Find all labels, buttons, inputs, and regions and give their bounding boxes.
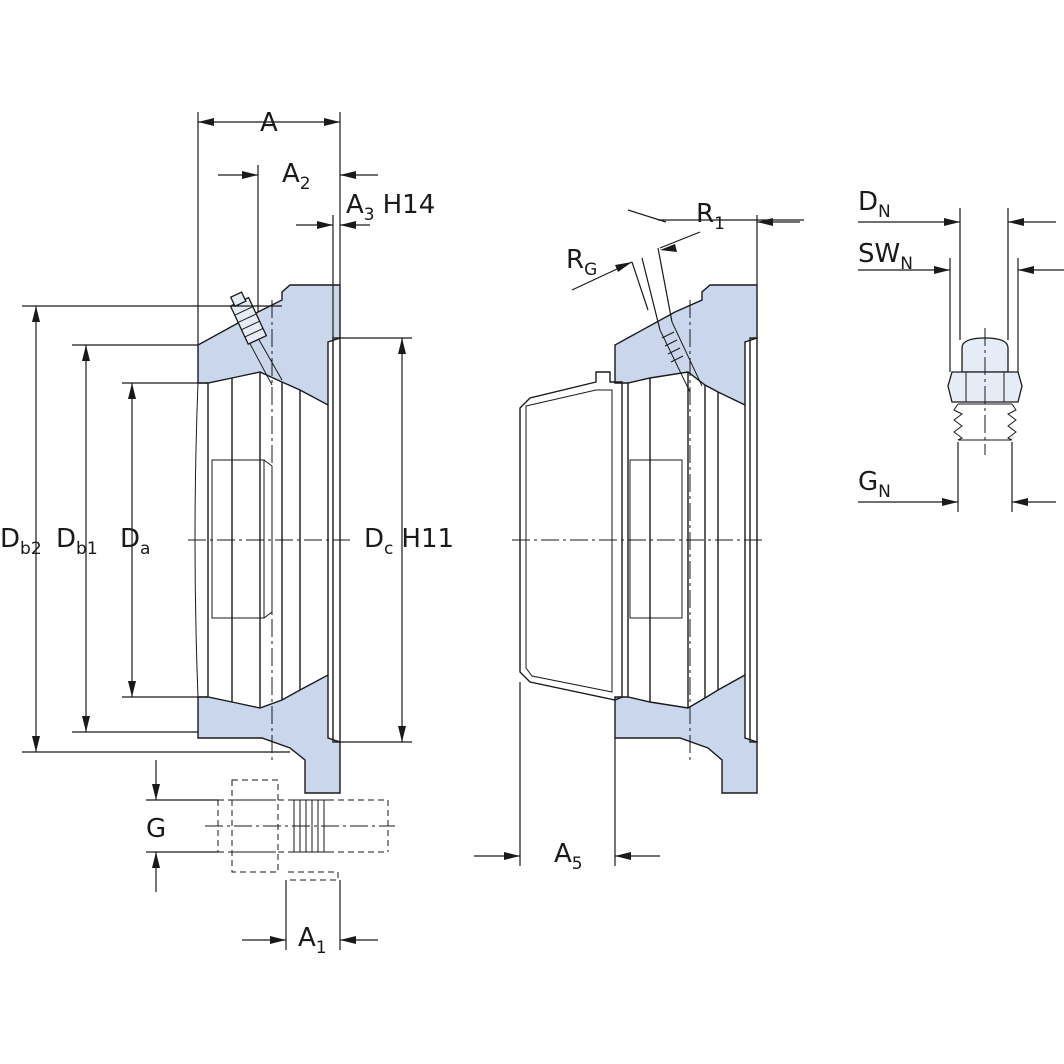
label-RG: RG xyxy=(566,245,597,280)
nipple-head xyxy=(961,337,1009,373)
housing-window xyxy=(211,459,265,619)
housing-lower-section xyxy=(197,673,341,794)
label-Da: Da xyxy=(120,524,150,559)
label-A: A xyxy=(260,108,278,138)
label-SWN: SWN xyxy=(858,239,913,274)
bolt-hidden-lines xyxy=(217,779,389,881)
grease-nipple-left xyxy=(229,291,268,346)
label-DN: DN xyxy=(858,187,891,222)
label-R1: R1 xyxy=(696,199,725,234)
label-Db2: Db2 xyxy=(0,524,42,559)
end-cover xyxy=(519,371,623,701)
label-A2: A2 xyxy=(282,159,311,194)
label-Db1: Db1 xyxy=(56,524,98,559)
housing-upper-section xyxy=(197,284,341,407)
label-A1: A1 xyxy=(298,923,327,958)
housing-upper-section-mid xyxy=(614,284,758,407)
grease-nipple-detail xyxy=(947,328,1023,455)
housing-lower-section-mid xyxy=(614,673,758,794)
housing-section-left xyxy=(188,284,395,881)
label-G: G xyxy=(146,814,166,844)
label-A5: A5 xyxy=(554,839,583,874)
dimension-lines xyxy=(22,112,1064,950)
label-GN: GN xyxy=(858,467,891,502)
housing-section-with-cover xyxy=(512,284,765,794)
